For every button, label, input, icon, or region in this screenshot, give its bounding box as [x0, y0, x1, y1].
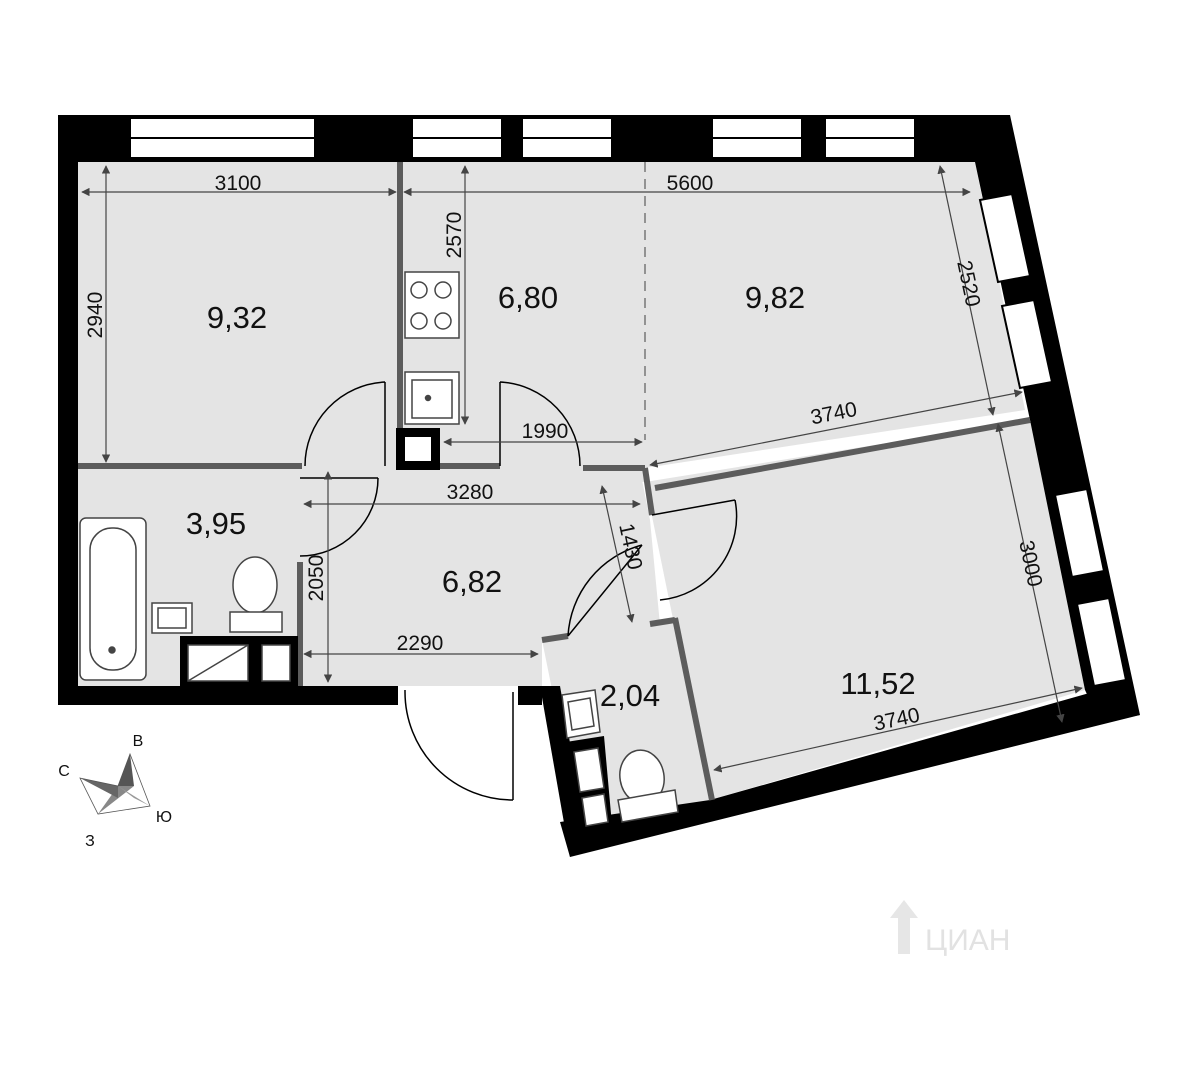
compass-east: В [133, 733, 144, 750]
area-kitchen: 6,80 [498, 280, 558, 315]
wc-fixtures [561, 689, 679, 830]
door-entrance [404, 690, 514, 801]
dim-2050: 2050 [305, 555, 328, 602]
door-room-a [304, 381, 386, 467]
door-bathroom [299, 477, 379, 557]
burner-icon [434, 281, 452, 299]
toilet-icon [232, 556, 278, 614]
kitchen-fixtures [404, 271, 460, 425]
dim-2290: 2290 [397, 632, 444, 655]
ventilation-shaft [396, 428, 440, 470]
dim-2940: 2940 [84, 292, 107, 339]
compass-north: С [58, 763, 70, 780]
area-hall: 6,82 [442, 564, 502, 599]
area-room-b: 9,82 [745, 280, 805, 315]
watermark-text: ЦИАН [925, 924, 1010, 957]
wall-left [58, 115, 78, 705]
wall-bottom-left [58, 686, 398, 705]
dim-3100: 3100 [215, 172, 262, 195]
area-room-c: 11,52 [840, 666, 915, 701]
dim-1990: 1990 [522, 420, 569, 443]
compass-west: З [85, 833, 95, 850]
burner-icon [434, 312, 452, 330]
window-9 [1075, 596, 1128, 688]
compass-rose: С В Ю З [58, 733, 172, 850]
dimension-lines [81, 165, 1083, 773]
dim-3280: 3280 [447, 481, 494, 504]
wall-wc-left [540, 686, 585, 857]
door-room-c [651, 499, 738, 601]
logo-icon [890, 900, 918, 954]
watermark: ЦИАН [890, 900, 1010, 957]
floor-hall [300, 470, 660, 686]
burner-icon [410, 312, 428, 330]
burner-icon [410, 281, 428, 299]
windows-top [129, 117, 916, 159]
area-wc: 2,04 [600, 678, 660, 713]
dim-2570: 2570 [443, 212, 466, 259]
area-bathroom: 3,95 [186, 506, 246, 541]
door-kitchen [499, 381, 581, 467]
bathroom-fixtures [79, 517, 298, 686]
stove [404, 271, 460, 339]
window-7 [1000, 298, 1054, 390]
window-8 [1053, 487, 1106, 579]
room-areas: 9,32 6,80 9,82 3,95 6,82 2,04 11,52 [186, 280, 916, 713]
area-room-a: 9,32 [207, 300, 267, 335]
dim-5600: 5600 [667, 172, 714, 195]
wall-bottom-mid [518, 686, 542, 705]
compass-south: Ю [156, 809, 172, 826]
